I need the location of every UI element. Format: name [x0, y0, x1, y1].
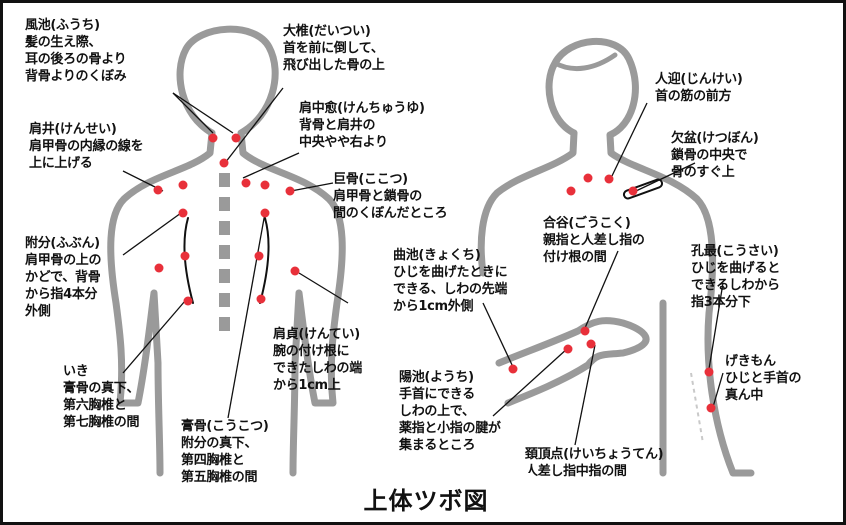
label-gekimon: げきもんひじと手首の真ん中	[725, 354, 802, 403]
label-daitsui: 大椎(だいつい)首を前に倒して、飛び出した骨の上	[283, 24, 385, 73]
label-jingei: 人迎(じんけい)首の筋の前方	[655, 72, 743, 104]
leader-lines	[122, 87, 724, 446]
label-fuuchi: 風池(ふうち)髪の生え際、耳の後ろの骨より背骨よりのくぼみ	[25, 18, 127, 84]
label-youchi: 陽池(ようち)手首にできるしわの上で、薬指と小指の腱が集まるところ	[399, 370, 501, 453]
spine	[219, 173, 230, 331]
label-kousai: 孔最(こうさい)ひじを曲げるとできるしわから指3本分下	[691, 244, 780, 310]
label-kentei: 肩貞(けんてい)腕の付け根にできたしわの端から1cm上	[273, 327, 362, 393]
label-kokotsu: 巨骨(ここつ)肩甲骨と鎖骨の間のくぼんだところ	[333, 172, 448, 221]
label-kensei: 肩井(けんせい)肩甲骨の内縁の線を上に上げる	[29, 122, 144, 171]
label-iki: いき膏骨の真下、第六胸椎と第七胸椎の間	[63, 364, 140, 430]
page-title: 上体ツボ図	[363, 487, 489, 515]
body-figures	[107, 25, 755, 477]
label-kenchuuyu: 肩中愈(けんちゅうゆ)背骨と肩井の中央やや右より	[299, 101, 425, 150]
title-backdrop	[321, 473, 531, 522]
label-goukoku: 合谷(ごうこく)親指と人差し指の付け根の間	[543, 216, 645, 265]
label-ketsubon: 欠盆(けつぼん)鎖骨の中央で骨のすぐ上	[671, 131, 759, 180]
label-kyokuchi: 曲池(きょくち)ひじを曲げたときにできる、しわの先端から1cm外側	[393, 248, 508, 314]
front-figure	[477, 37, 755, 477]
label-fubun: 附分(ふぶん)肩甲骨の上のかどで、背骨から指4本分外側	[25, 236, 102, 319]
label-keichouten: 頚頂点(けいちょうてん)人差し指中指の間	[525, 447, 664, 479]
label-kokotsu2: 膏骨(こうこつ)附分の真下、第四胸椎と第五胸椎の間	[181, 419, 269, 485]
acupoints	[153, 133, 716, 413]
